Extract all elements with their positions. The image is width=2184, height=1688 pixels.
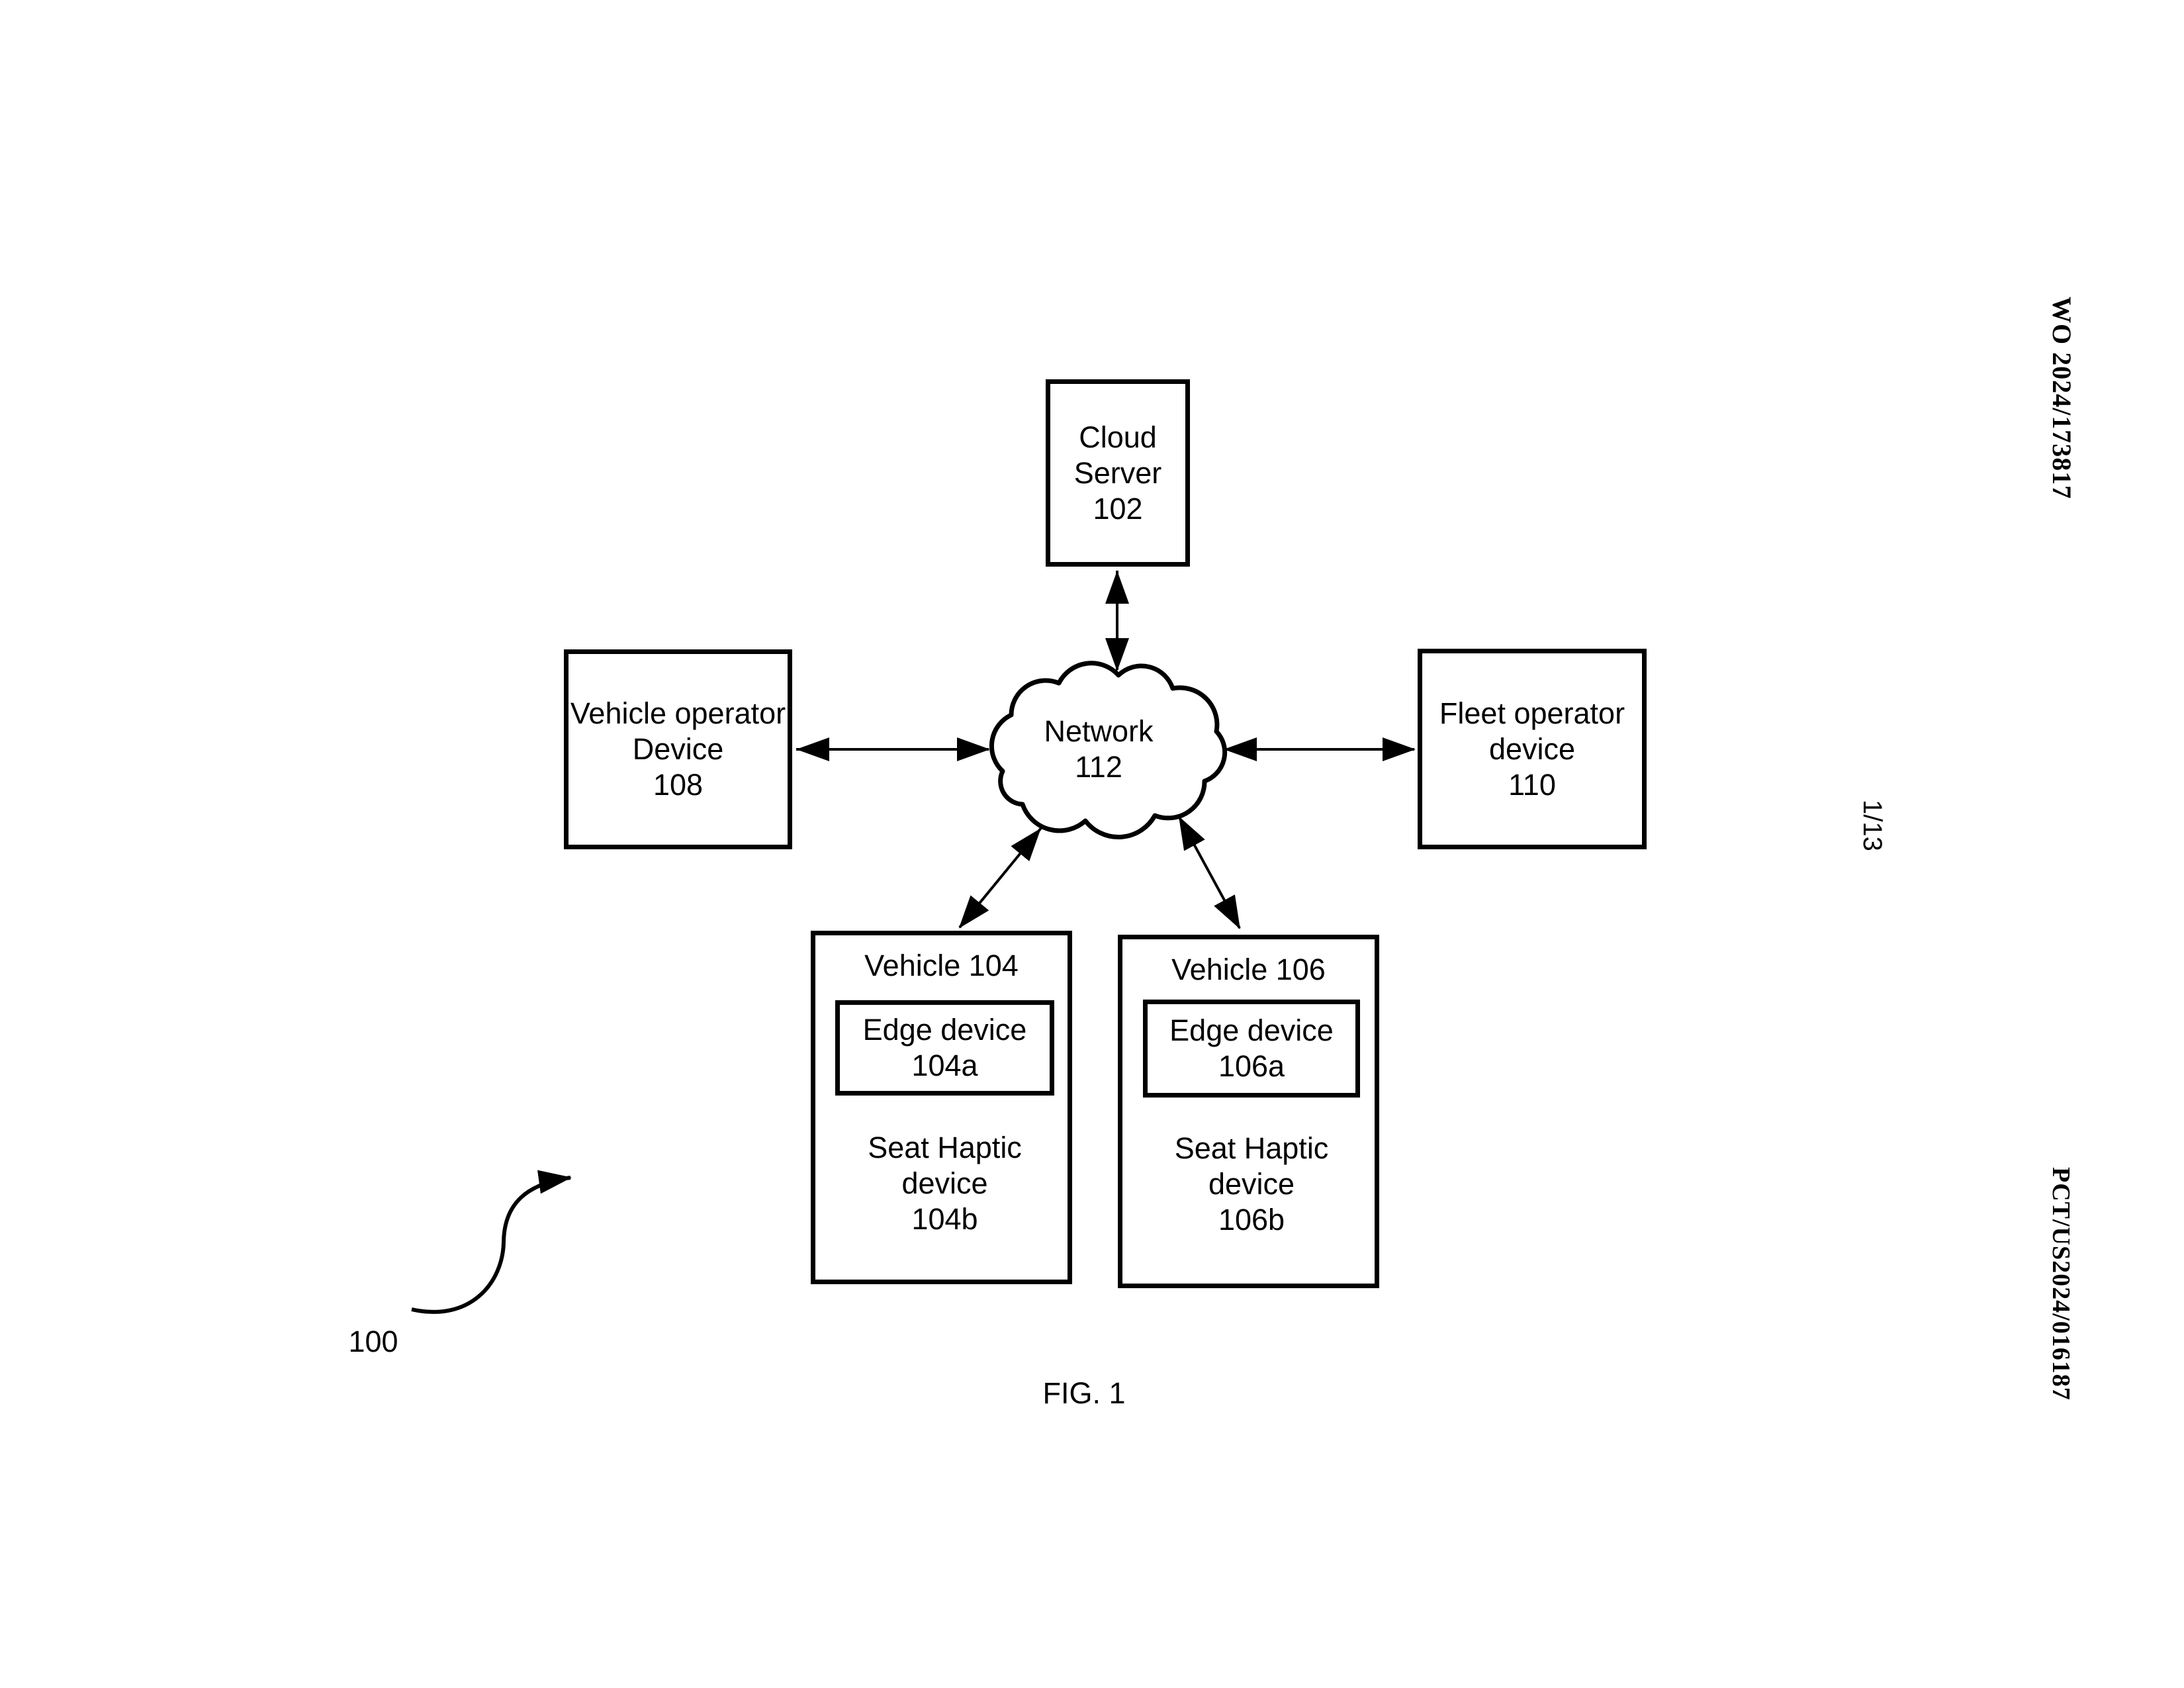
network-node-label: Network 112 bbox=[999, 710, 1198, 789]
vehicle-operator-device-node: Vehicle operator Device 108 bbox=[564, 649, 792, 849]
edge-device-106a-label: Edge device bbox=[1169, 1013, 1334, 1047]
fleet-operator-device-ref: 110 bbox=[1508, 767, 1556, 802]
edge-device-106a-ref: 106a bbox=[1218, 1049, 1285, 1083]
vehicle-operator-device-label: Vehicle operator Device bbox=[570, 696, 786, 766]
cloud-server-ref: 102 bbox=[1093, 491, 1143, 526]
vehicle-106-node bbox=[1118, 935, 1379, 1288]
seat-haptic-106b-label-group: Seat Haptic device 106b bbox=[1143, 1117, 1360, 1251]
cloud-server-label: Cloud Server bbox=[1073, 420, 1162, 490]
figure-caption: FIG. 1 bbox=[1042, 1376, 1126, 1410]
system-ref-arrow bbox=[411, 1170, 572, 1314]
network-label: Network bbox=[1044, 714, 1154, 748]
seat-haptic-106b-label: Seat Haptic device bbox=[1174, 1131, 1329, 1201]
edge-device-104a-node: Edge device 104a bbox=[835, 1000, 1054, 1096]
edge-device-106a-node: Edge device 106a bbox=[1143, 1000, 1360, 1098]
application-number: PCT/US2024/016187 bbox=[2047, 1167, 2075, 1401]
fleet-operator-device-node: Fleet operator device 110 bbox=[1418, 649, 1647, 849]
seat-haptic-104b-label-group: Seat Haptic device 104b bbox=[835, 1117, 1054, 1250]
seat-haptic-106b-ref: 106b bbox=[1218, 1202, 1285, 1237]
network-ref: 112 bbox=[1075, 750, 1122, 784]
seat-haptic-104b-label: Seat Haptic device bbox=[868, 1130, 1022, 1200]
system-ref-number: 100 bbox=[348, 1325, 398, 1358]
publication-number: WO 2024/173817 bbox=[2047, 297, 2077, 500]
edge-device-104a-label: Edge device bbox=[862, 1013, 1027, 1047]
seat-haptic-104b-ref: 104b bbox=[911, 1201, 978, 1236]
network-cloud-shape bbox=[989, 661, 1228, 839]
vehicle-104-title: Vehicle 104 bbox=[864, 949, 1019, 982]
vehicle-106-title: Vehicle 106 bbox=[1171, 953, 1326, 986]
cloud-server-node: Cloud Server 102 bbox=[1046, 379, 1190, 567]
edge-device-104a-ref: 104a bbox=[911, 1049, 978, 1082]
arrow-network-vehicle106 bbox=[1177, 816, 1241, 929]
vehicle-operator-device-ref: 108 bbox=[653, 768, 704, 802]
fleet-operator-device-label: Fleet operator device bbox=[1439, 696, 1625, 766]
arrow-network-vehicle104 bbox=[958, 827, 1042, 929]
vehicle-104-node bbox=[811, 931, 1072, 1284]
sheet-number: 1/13 bbox=[1858, 800, 1887, 851]
